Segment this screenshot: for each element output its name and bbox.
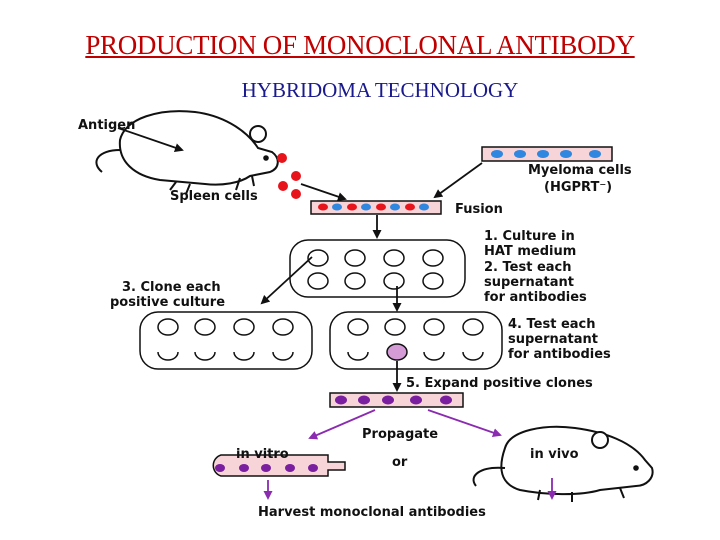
label-propagate: Propagate bbox=[362, 427, 438, 442]
expanded-clones-tray bbox=[329, 392, 464, 408]
label-step2-line1: 2. Test each bbox=[484, 260, 572, 275]
propagate-arrows bbox=[263, 409, 557, 500]
fusion-tray bbox=[310, 200, 442, 215]
label-step2-line3: for antibodies bbox=[484, 290, 587, 305]
test-tube-icon bbox=[212, 454, 346, 477]
label-step1-line2: HAT medium bbox=[484, 244, 576, 259]
page-title: PRODUCTION OF MONOCLONAL ANTIBODY bbox=[85, 30, 635, 60]
mouse-icon bbox=[95, 110, 279, 195]
label-in-vivo: in vivo bbox=[530, 447, 579, 462]
label-harvest: Harvest monoclonal antibodies bbox=[258, 505, 486, 520]
spleen-cells bbox=[277, 153, 301, 199]
label-hgprt: (HGPRT⁻) bbox=[544, 180, 612, 195]
label-fusion: Fusion bbox=[455, 202, 503, 217]
clone-plate-right bbox=[329, 311, 503, 370]
label-in-vitro: in vitro bbox=[236, 447, 289, 462]
label-antigen: Antigen bbox=[78, 118, 135, 133]
culture-plate bbox=[289, 239, 466, 298]
label-spleen-cells: Spleen cells bbox=[170, 189, 258, 204]
label-or: or bbox=[392, 455, 408, 470]
label-step4-line2: supernatant bbox=[508, 332, 598, 347]
page-subtitle: HYBRIDOMA TECHNOLOGY bbox=[241, 78, 519, 102]
myeloma-tray bbox=[481, 146, 613, 162]
label-step2-line2: supernatant bbox=[484, 275, 574, 290]
label-step4-line3: for antibodies bbox=[508, 347, 611, 362]
label-step4-line1: 4. Test each bbox=[508, 317, 596, 332]
clone-plate-left bbox=[139, 311, 313, 370]
label-step5: 5. Expand positive clones bbox=[406, 376, 593, 391]
label-step3-line1: 3. Clone each bbox=[122, 280, 221, 295]
label-step1-line1: 1. Culture in bbox=[484, 229, 575, 244]
process-arrows bbox=[117, 127, 483, 392]
mouse-icon bbox=[472, 425, 654, 502]
label-step3-line2: positive culture bbox=[110, 295, 225, 310]
label-myeloma-cells: Myeloma cells bbox=[528, 163, 632, 178]
